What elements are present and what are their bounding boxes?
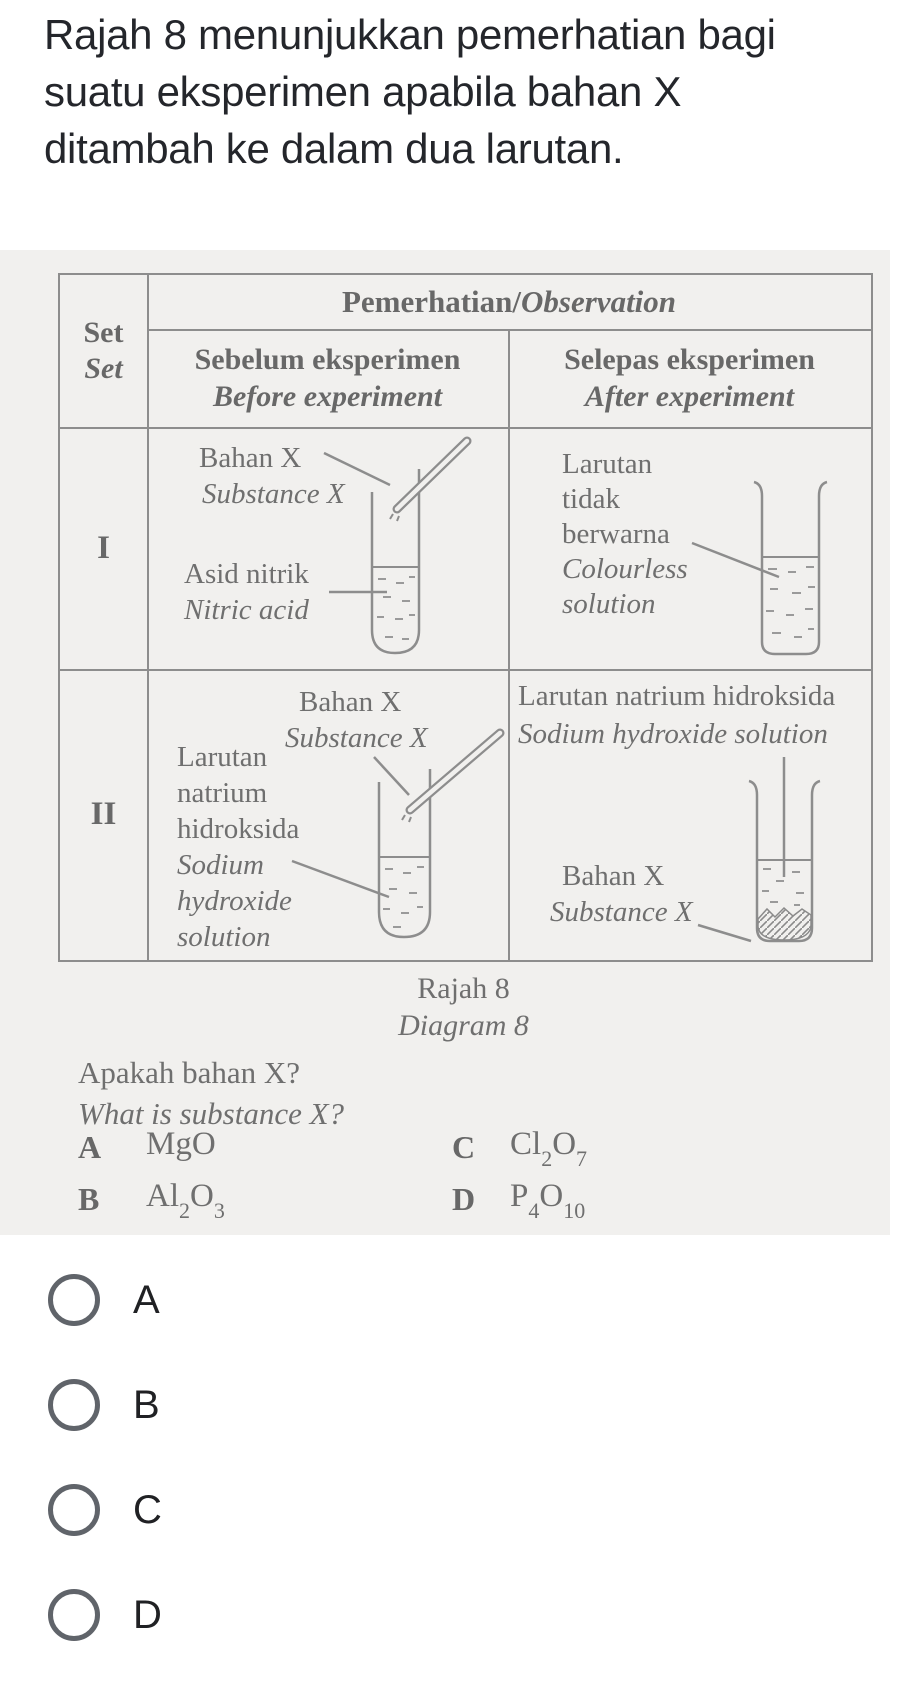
test-tube-spatula-drawing	[291, 728, 505, 939]
substance-x-label: Bahan X	[299, 686, 402, 718]
table-divider	[60, 669, 871, 671]
answer-option-b-label: B	[133, 1382, 160, 1427]
option-b-letter: B	[78, 1181, 100, 1217]
colourless-solution-label: Larutan tidak berwarna	[562, 448, 670, 550]
test-tube-precipitate-drawing	[697, 757, 821, 943]
substance-x-label: Bahan X	[562, 860, 665, 892]
table-divider	[508, 329, 510, 960]
substance-x-label-en: Substance X	[285, 722, 428, 754]
header-before-ms: Sebelum eksperimen	[194, 343, 461, 376]
question-image: Set Set Pemerhatian/Observation Sebelum …	[0, 250, 890, 1235]
figure-caption: Rajah 8 Diagram 8	[58, 970, 869, 1044]
answer-option-b[interactable]: B	[48, 1379, 160, 1431]
answer-option-d[interactable]: D	[48, 1589, 162, 1641]
set-2-before-cell: Bahan X Substance X Larutan natrium hidr…	[147, 669, 508, 960]
sodium-hydroxide-label: Larutan natrium hidroksida	[518, 680, 836, 712]
option-a-formula: MgO	[146, 1126, 216, 1162]
header-after-en: After experiment	[584, 380, 795, 413]
radio-button-icon[interactable]	[48, 1274, 100, 1326]
header-set-ms: Set	[83, 316, 124, 349]
colourless-solution-label-en: Colourless solution	[562, 553, 688, 620]
option-b-formula: Al2O3	[146, 1178, 225, 1223]
header-observation-ms: Pemerhatian/	[341, 284, 522, 319]
answer-option-a-label: A	[133, 1277, 160, 1322]
set-1-after-cell: Larutan tidak berwarna Colourless soluti…	[508, 427, 871, 669]
radio-button-icon[interactable]	[48, 1484, 100, 1536]
option-c-formula: Cl2O7	[510, 1126, 588, 1171]
header-set-en: Set	[84, 352, 123, 385]
radio-button-icon[interactable]	[48, 1589, 100, 1641]
set-2-after-cell: Larutan natrium hidroksida Sodium hydrox…	[508, 669, 871, 960]
option-d-letter: D	[452, 1181, 476, 1217]
header-observation-en: Observation	[521, 284, 677, 319]
table-divider	[147, 275, 149, 960]
figure-caption-ms: Rajah 8	[417, 972, 510, 1005]
observation-table: Set Set Pemerhatian/Observation Sebelum …	[58, 273, 873, 962]
sodium-hydroxide-label: Larutan natrium hidroksida	[177, 741, 300, 845]
nitric-acid-label-en: Nitric acid	[184, 594, 309, 626]
answer-option-c[interactable]: C	[48, 1484, 162, 1536]
header-observation: Pemerhatian/Observation	[147, 275, 871, 329]
set-1-label: I	[97, 529, 110, 566]
test-tube-drawing	[691, 480, 828, 656]
option-a-letter: A	[78, 1129, 102, 1165]
option-d-formula: P4O10	[510, 1178, 586, 1223]
option-c-letter: C	[452, 1129, 476, 1165]
answer-option-a[interactable]: A	[48, 1274, 160, 1326]
table-divider	[60, 427, 871, 429]
header-after: Selepas eksperimen After experiment	[508, 329, 871, 427]
question-title: Rajah 8 menunjukkan pemerhatian bagi sua…	[44, 11, 776, 172]
figure-caption-en: Diagram 8	[398, 1009, 529, 1042]
sub-question-en: What is substance X?	[78, 1096, 345, 1131]
sodium-hydroxide-label-en: Sodium hydroxide solution	[518, 718, 828, 750]
substance-x-label-en: Substance X	[202, 478, 345, 510]
header-before: Sebelum eksperimen Before experiment	[147, 329, 508, 427]
table-divider	[147, 329, 871, 331]
sub-question: Apakah bahan X? What is substance X?	[78, 1052, 344, 1134]
set-2-label: II	[90, 796, 117, 832]
substance-x-label: Bahan X	[199, 442, 302, 474]
answer-option-c-label: C	[133, 1487, 162, 1532]
header-set: Set Set	[60, 275, 147, 427]
substance-x-label-en: Substance X	[550, 896, 693, 928]
sodium-hydroxide-label-en: Sodium hydroxide solution	[177, 849, 292, 953]
sub-question-ms: Apakah bahan X?	[78, 1055, 301, 1090]
test-tube-spatula-drawing	[323, 436, 472, 655]
nitric-acid-label: Asid nitrik	[184, 558, 309, 590]
answer-option-d-label: D	[133, 1592, 162, 1637]
header-after-ms: Selepas eksperimen	[564, 343, 815, 376]
radio-button-icon[interactable]	[48, 1379, 100, 1431]
header-before-en: Before experiment	[212, 380, 443, 413]
set-1-before-cell: Bahan X Substance X Asid nitrik Nitric a…	[147, 427, 508, 669]
